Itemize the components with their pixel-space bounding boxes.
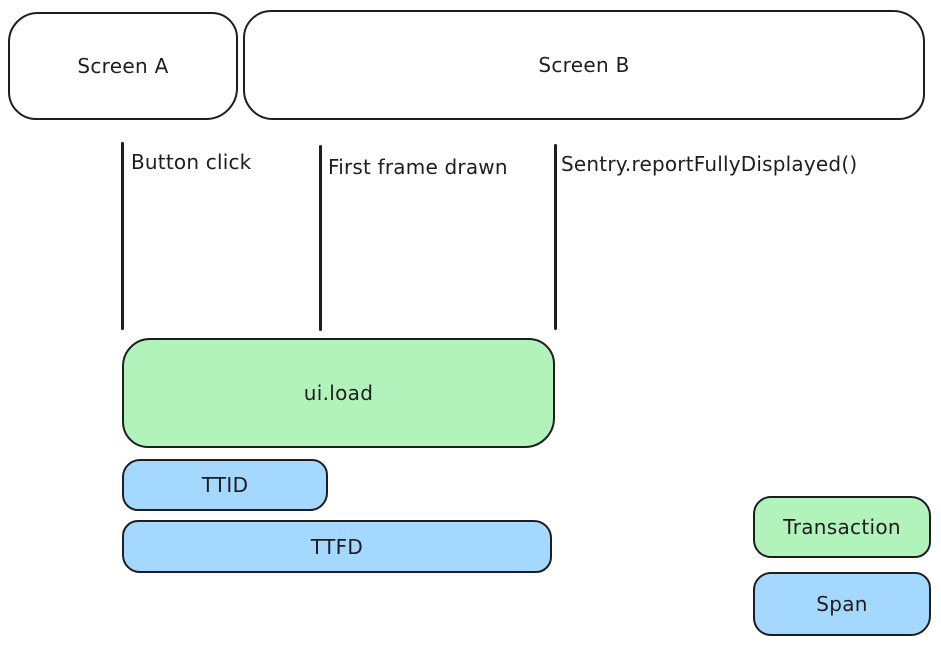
ui-load-label: ui.load xyxy=(303,381,374,405)
legend-transaction-box: Transaction xyxy=(753,496,931,558)
screen-a-box: Screen A xyxy=(8,12,238,120)
marker-label-first-frame-drawn: First frame drawn xyxy=(328,155,508,179)
ttfd-span-bar: TTFD xyxy=(122,520,552,573)
legend-transaction-label: Transaction xyxy=(783,515,901,539)
screen-b-label: Screen B xyxy=(538,53,630,77)
legend-span-label: Span xyxy=(816,592,868,616)
legend-span-box: Span xyxy=(753,572,931,636)
ttid-label: TTID xyxy=(201,473,249,497)
marker-line-report-fully-displayed xyxy=(554,144,557,330)
marker-line-first-frame-drawn xyxy=(319,145,322,331)
marker-line-button-click xyxy=(121,142,124,330)
screen-b-box: Screen B xyxy=(243,10,925,120)
ui-load-transaction-bar: ui.load xyxy=(122,338,555,448)
marker-label-report-fully-displayed: Sentry.reportFullyDisplayed() xyxy=(561,152,858,176)
ttid-span-bar: TTID xyxy=(122,459,328,511)
screen-a-label: Screen A xyxy=(77,54,169,78)
marker-label-button-click: Button click xyxy=(131,150,252,174)
ttfd-label: TTFD xyxy=(310,534,364,559)
